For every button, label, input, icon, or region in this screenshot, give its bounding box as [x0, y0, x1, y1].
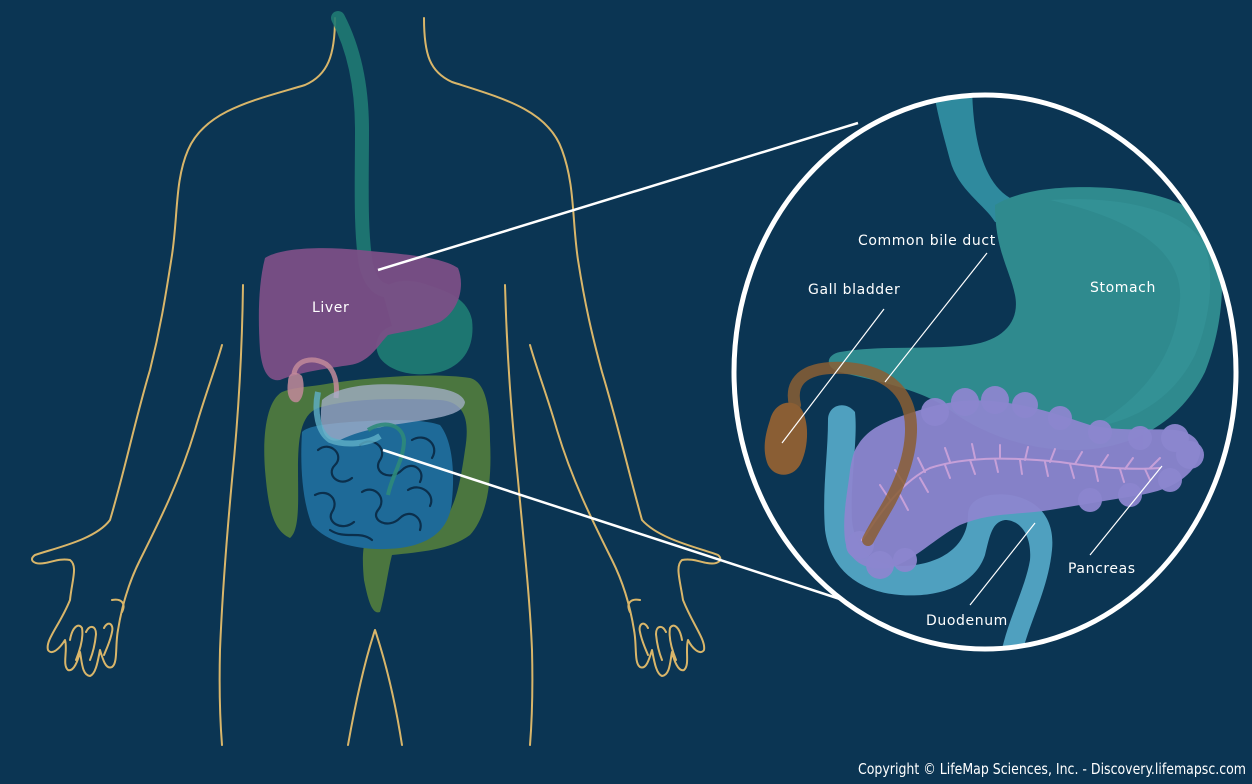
- zoom-organs: [764, 95, 1223, 649]
- label-pancreas: Pancreas: [1068, 561, 1136, 577]
- body-organs: [258, 11, 491, 613]
- zoom-pancreas: [844, 400, 1201, 569]
- gall-bladder-body: [287, 372, 304, 403]
- zoom-stomach: [828, 187, 1223, 451]
- leader-common-bile-duct: [884, 252, 988, 383]
- duodenum-body: [313, 391, 382, 447]
- body-outline-right-inner: [504, 284, 534, 746]
- pancreas-body: [320, 384, 465, 441]
- liver: [258, 248, 461, 381]
- zoom-esophagus: [932, 95, 1018, 222]
- zoom-stomach-shade: [1050, 199, 1211, 428]
- leader-gall-bladder: [781, 308, 885, 444]
- label-gall-bladder: Gall bladder: [808, 282, 900, 298]
- body-outline-left-fingers: [69, 598, 125, 661]
- callout-line-bottom: [382, 448, 844, 602]
- leader-lines: [781, 252, 1163, 606]
- label-common-bile-duct: Common bile duct: [858, 233, 996, 249]
- body-outline-right-fingers: [627, 598, 683, 661]
- body-outline-left-inner: [218, 284, 244, 746]
- callout-line-top: [377, 121, 859, 272]
- label-duodenum: Duodenum: [926, 613, 1008, 629]
- zoom-pancreas-bumps: [846, 386, 1204, 579]
- copyright-text: Copyright © LifeMap Sciences, Inc. - Dis…: [858, 760, 1246, 778]
- leader-pancreas: [1089, 465, 1163, 556]
- label-stomach: Stomach: [1090, 280, 1156, 296]
- zoom-duodenum: [824, 405, 1053, 649]
- small-intestine-coils: [313, 436, 436, 542]
- large-intestine: [264, 375, 491, 613]
- body-outline: [31, 17, 722, 746]
- leader-duodenum: [969, 522, 1036, 606]
- body-outline-legs: [347, 629, 403, 746]
- bile-duct-body: [291, 357, 339, 399]
- duodenum-loop: [366, 422, 407, 496]
- zoom-circle-border: [731, 92, 1239, 652]
- body-outline-right-outer: [423, 17, 722, 677]
- zoom-common-bile-duct: [787, 361, 918, 546]
- label-liver: Liver: [312, 300, 349, 316]
- body-outline-left-outer: [31, 17, 336, 677]
